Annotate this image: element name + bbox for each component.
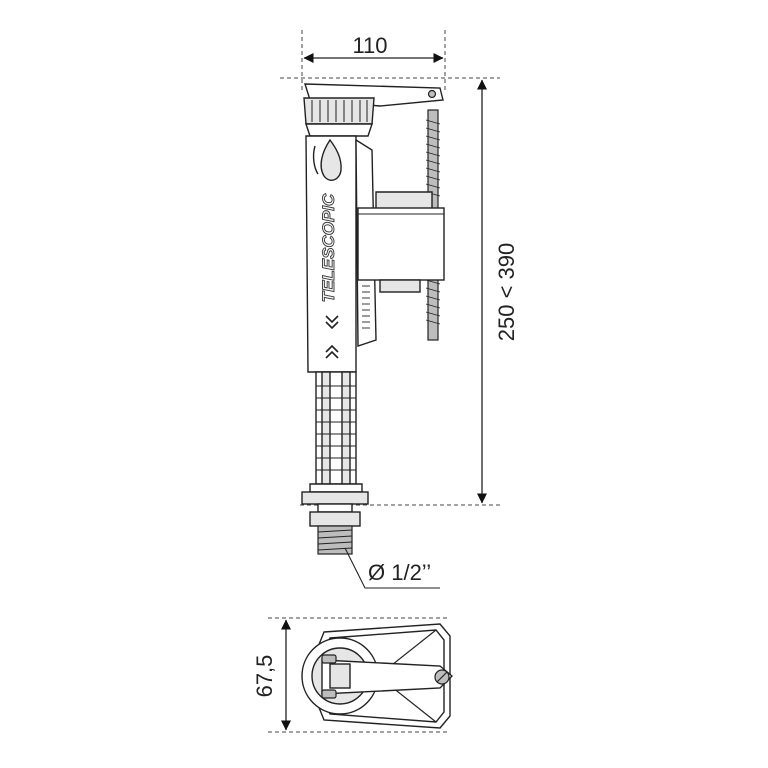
lever-pivot-icon (427, 89, 437, 99)
cap-collar (305, 123, 373, 137)
chevron-up-icon (325, 344, 339, 353)
casing-ribs (362, 285, 370, 329)
connection-callout: Ø 1/2’’ (344, 547, 440, 589)
chevron-down-icon (325, 321, 339, 330)
chevron-down-icon (325, 315, 339, 324)
height-dimension-label: 250 < 390 (494, 243, 519, 341)
lug-top (321, 654, 337, 664)
depth-dimension-label: 67,5 (252, 655, 277, 698)
base-ring (309, 483, 363, 493)
center-block (329, 663, 351, 689)
connection-leader-line (344, 547, 440, 589)
width-dimension: 110 (301, 30, 446, 90)
body-contour (312, 145, 319, 175)
valve-cap (303, 97, 375, 125)
chevron-up-icon (325, 350, 339, 359)
tube-rail-left (321, 371, 331, 485)
tube-rail-right (341, 371, 351, 485)
height-dimension: 250 < 390 (280, 77, 519, 506)
depth-dimension: 67,5 (252, 617, 448, 733)
shank-thread (317, 529, 353, 551)
body-drop-highlight (320, 138, 342, 181)
chevron-icons (325, 315, 339, 359)
lock-nut (309, 511, 361, 527)
tube-rungs (316, 385, 356, 471)
valve-side-view: TELESCOPIC (301, 83, 445, 555)
cap-ribs (311, 100, 368, 122)
connection-label: Ø 1/2’’ (368, 560, 431, 585)
float-clip (379, 279, 421, 293)
valve-top-view (301, 623, 454, 729)
width-dimension-label: 110 (352, 33, 387, 58)
base-flange (301, 491, 369, 505)
lug-bottom (321, 689, 337, 699)
screw-slot (436, 671, 448, 683)
float-chamber (357, 207, 445, 281)
washer (317, 503, 353, 513)
brand-label: TELESCOPIC (319, 193, 338, 302)
rod-thread (425, 119, 441, 325)
